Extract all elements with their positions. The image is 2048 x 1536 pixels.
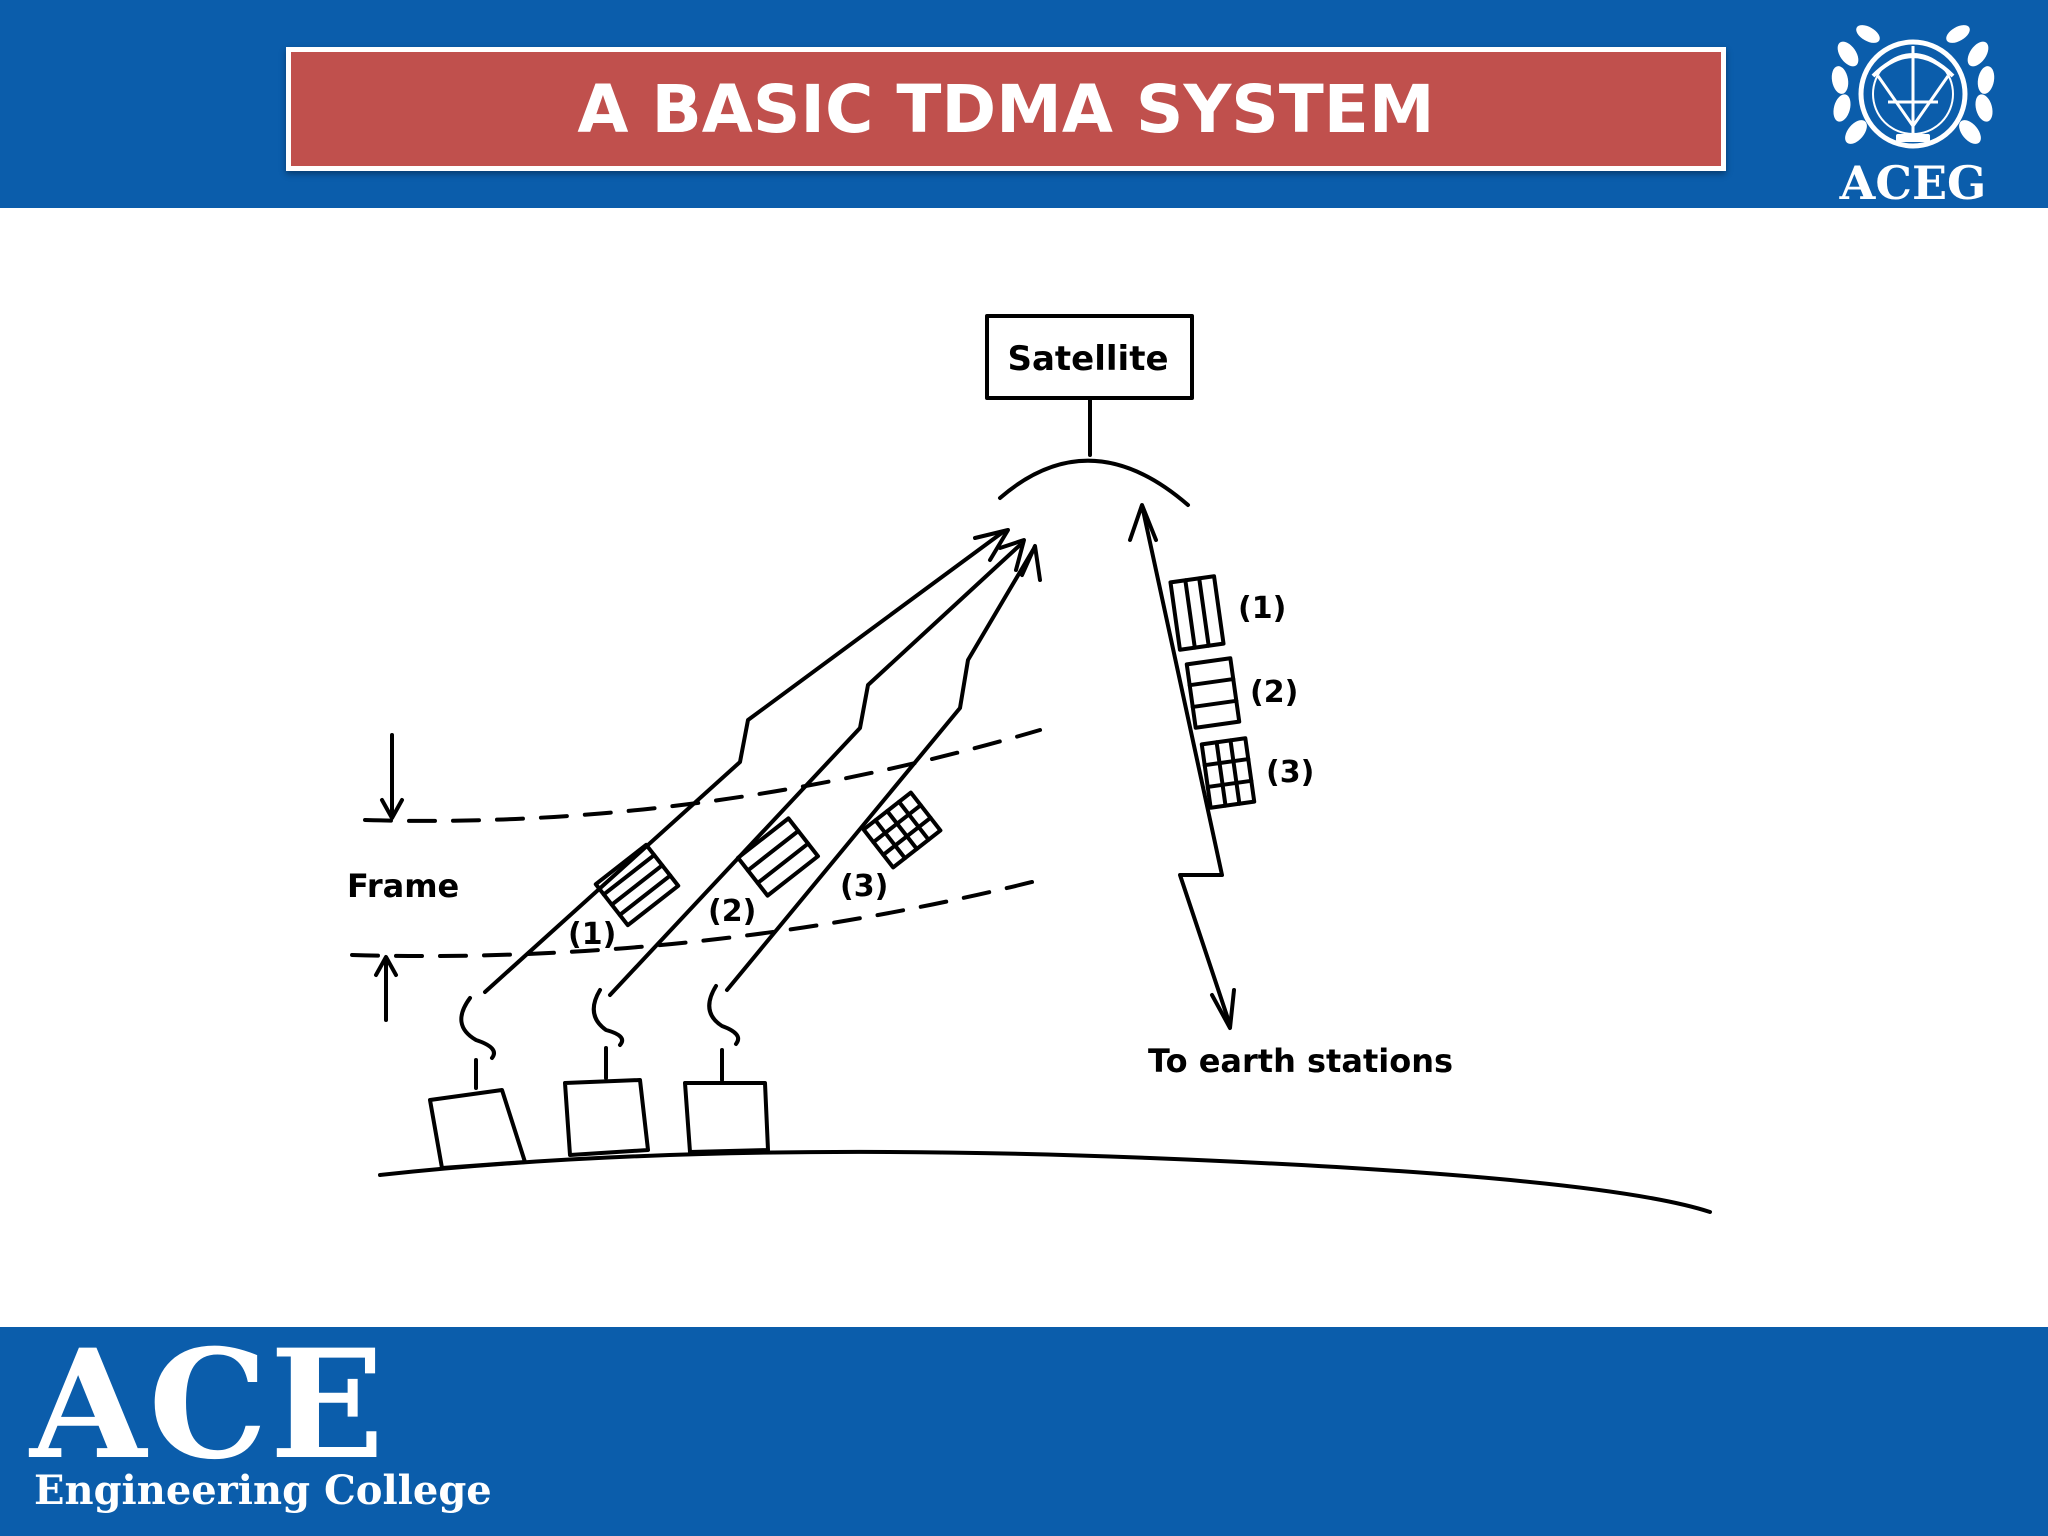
uplink-arrow-1-icon xyxy=(973,528,1010,562)
uplink-arrow-2-icon xyxy=(998,538,1026,572)
downlink-burst-3-icon xyxy=(1199,736,1257,810)
uplink-burst-2-icon xyxy=(736,816,820,898)
earth-station-2 xyxy=(563,1078,650,1157)
dish-2-icon xyxy=(591,988,625,1047)
downlink-burst-1-label: (1) xyxy=(1238,591,1286,626)
downlink-down-arrow-icon xyxy=(1210,988,1236,1030)
uplink-burst-3-icon xyxy=(861,790,943,870)
emblem-text: ACEG xyxy=(1839,156,1987,210)
earth-station-1 xyxy=(428,1088,527,1170)
downlink-up-arrow-icon xyxy=(1128,503,1158,542)
uplink-burst-3-label: (3) xyxy=(840,869,888,904)
uplink-burst-1-icon xyxy=(593,842,681,928)
uplink-beam-3 xyxy=(725,548,1035,992)
downlink-beam xyxy=(1141,508,1232,1027)
footer-band xyxy=(0,1327,2048,1536)
downlink-burst-1-icon xyxy=(1168,574,1226,652)
frame-arrow-top-head-icon xyxy=(380,798,404,820)
uplink-arrow-3-icon xyxy=(1020,544,1042,582)
footer-brand: ACE xyxy=(30,1317,387,1493)
downlink-burst-2-icon xyxy=(1184,656,1242,730)
uplink-burst-2-label: (2) xyxy=(708,894,756,929)
frame-label: Frame xyxy=(347,867,459,905)
uplink-burst-1-label: (1) xyxy=(568,917,616,952)
earth-station-3 xyxy=(683,1081,770,1154)
college-emblem: ACEG xyxy=(1818,6,2008,210)
laurel-bow-icon xyxy=(1831,25,1995,149)
frame-upper-curve xyxy=(363,728,1042,823)
satellite-label: Satellite xyxy=(1007,339,1168,379)
frame-arrow-bottom-head-icon xyxy=(374,955,398,977)
earth-surface xyxy=(378,1149,1712,1214)
downlink-burst-2-label: (2) xyxy=(1250,675,1298,710)
downlink-burst-3-label: (3) xyxy=(1266,755,1314,790)
title-box: A BASIC TDMA SYSTEM xyxy=(286,47,1726,171)
uplink-beam-1 xyxy=(483,530,1005,994)
frame-lower-curve xyxy=(350,878,1042,959)
page-title: A BASIC TDMA SYSTEM xyxy=(577,70,1435,148)
dish-3-icon xyxy=(707,984,741,1046)
destination-label: To earth stations xyxy=(1148,1042,1453,1080)
footer-subtitle: Engineering College xyxy=(34,1467,492,1514)
uplink-beam-2 xyxy=(608,543,1022,997)
satellite-antenna xyxy=(998,458,1190,507)
dish-1-icon xyxy=(459,996,496,1060)
